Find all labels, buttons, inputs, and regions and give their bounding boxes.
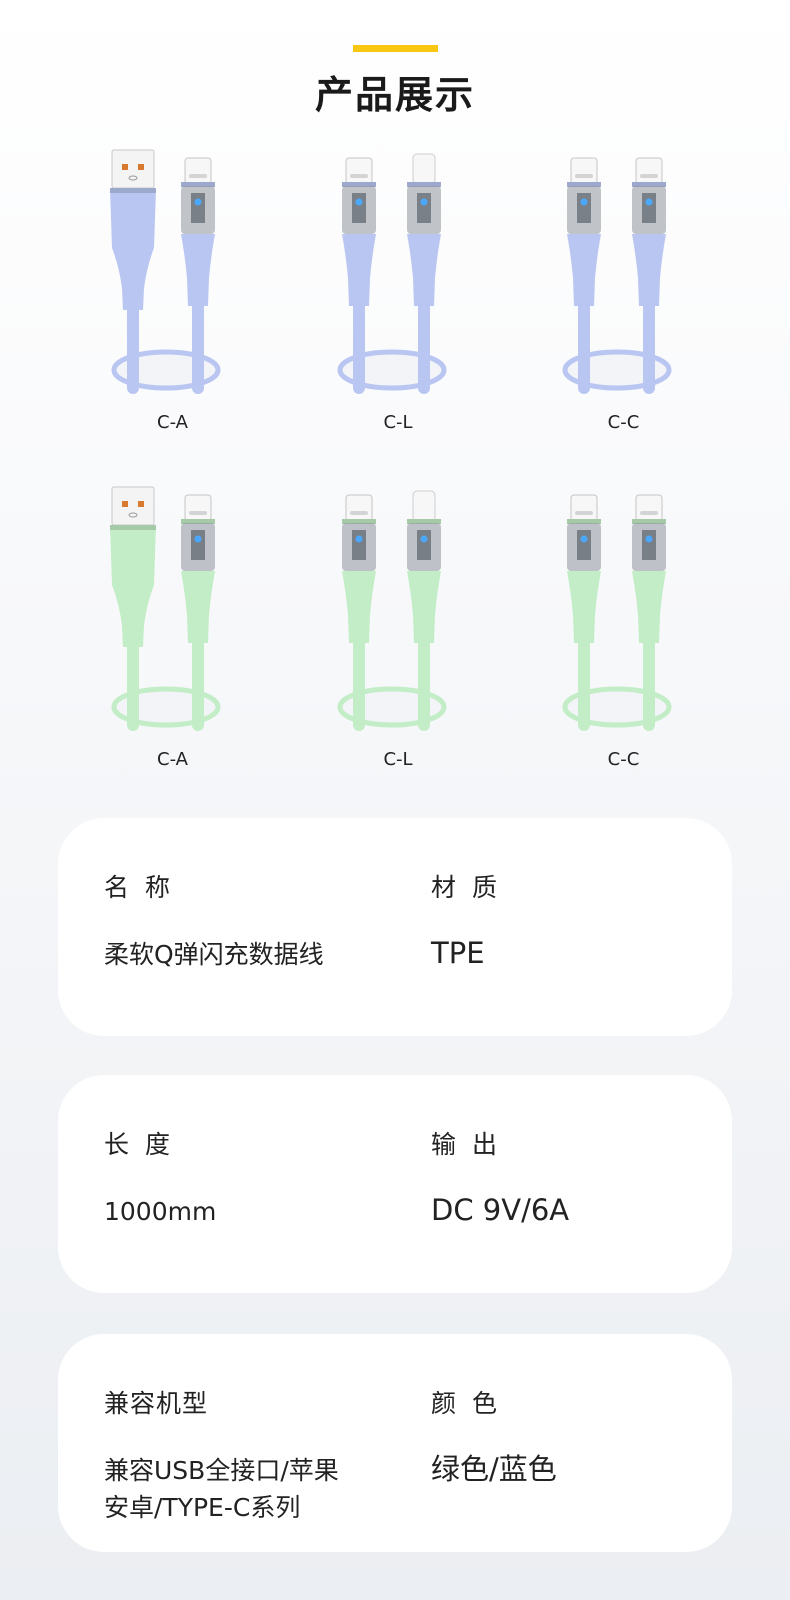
product-cable: C-C — [511, 148, 736, 485]
product-cable: C-L — [286, 485, 511, 822]
product-cable: C-A — [60, 148, 285, 485]
spec-value-compat-line2: 安卓/TYPE-C系列 — [104, 1493, 301, 1522]
spec-value-name: 柔软Q弹闪充数据线 — [104, 940, 324, 969]
cable-image — [337, 153, 446, 394]
product-caption: C-L — [383, 412, 413, 433]
product-caption: C-C — [607, 412, 640, 433]
page-title: 产品展示 — [314, 73, 475, 117]
spec-label-color: 颜 色 — [431, 1389, 501, 1418]
product-caption: C-C — [607, 749, 640, 770]
cable-image — [337, 490, 446, 731]
spec-value-length: 1000mm — [104, 1197, 217, 1226]
cable-image — [110, 149, 221, 394]
product-grid: C-A C-L C-C C-A C-L C-C — [60, 148, 736, 822]
spec-card-compat-color: 兼容机型 兼容USB全接口/苹果 安卓/TYPE-C系列 颜 色 绿色/蓝色 — [58, 1334, 732, 1552]
product-cable: C-C — [511, 485, 736, 822]
spec-card-length-output: 长 度 1000mm 输 出 DC 9V/6A — [58, 1075, 732, 1293]
cable-image — [562, 157, 672, 394]
product-cable: C-A — [60, 485, 285, 822]
spec-label-length: 长 度 — [104, 1130, 174, 1159]
product-row-blue: C-A C-L C-C — [60, 148, 736, 485]
cable-image — [562, 494, 672, 731]
spec-value-output: DC 9V/6A — [431, 1193, 570, 1227]
product-caption: C-A — [157, 412, 188, 433]
product-cable: C-L — [286, 148, 511, 485]
spec-label-output: 输 出 — [431, 1130, 501, 1159]
spec-label-compat: 兼容机型 — [104, 1389, 209, 1418]
product-caption: C-A — [157, 749, 188, 770]
title-accent-bar — [353, 45, 438, 52]
spec-value-color: 绿色/蓝色 — [431, 1452, 557, 1486]
spec-value-compat-line1: 兼容USB全接口/苹果 — [104, 1456, 339, 1485]
spec-card-name-material: 名 称 柔软Q弹闪充数据线 材 质 TPE — [58, 818, 732, 1036]
spec-label-name: 名 称 — [104, 873, 174, 902]
spec-value-material: TPE — [431, 936, 485, 970]
spec-label-material: 材 质 — [431, 873, 501, 902]
product-row-green: C-A C-L C-C — [60, 485, 736, 822]
product-caption: C-L — [383, 749, 413, 770]
cable-image — [110, 486, 221, 731]
